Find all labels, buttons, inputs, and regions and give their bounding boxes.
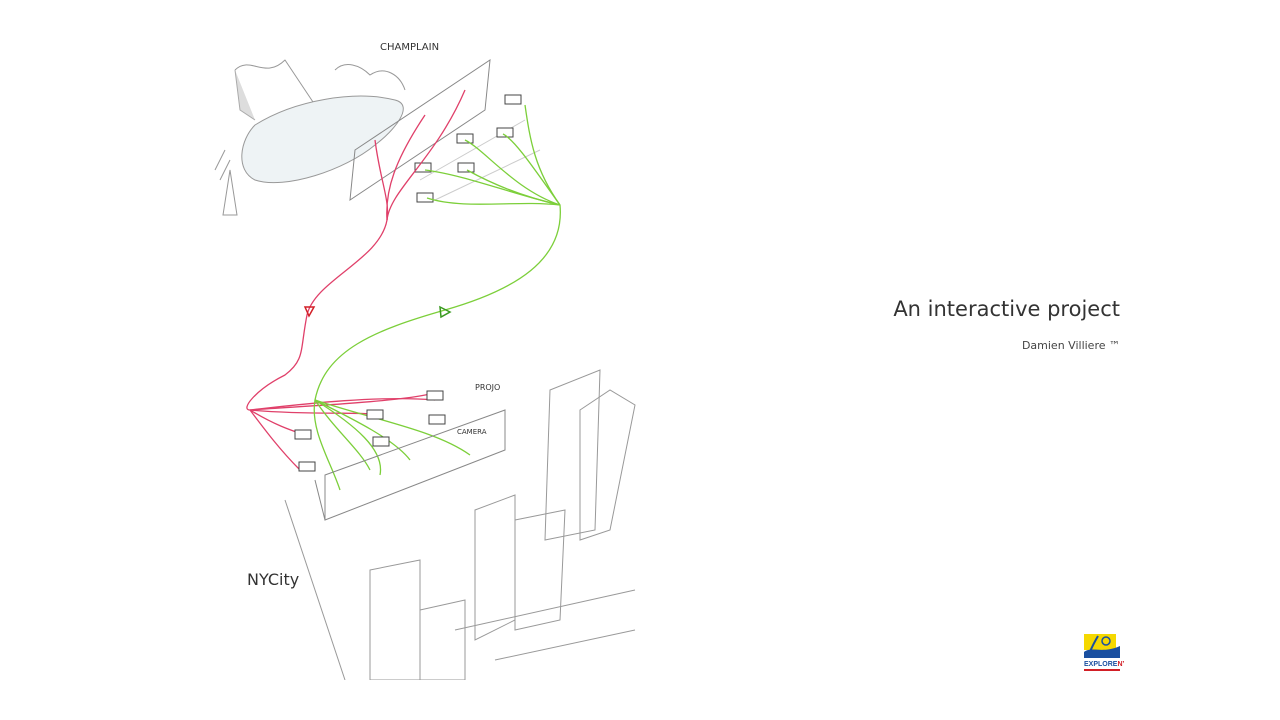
champlain-label: CHAMPLAIN	[380, 42, 439, 53]
author-credit: Damien Villiere ™	[1021, 339, 1120, 352]
red-arrow	[303, 306, 316, 318]
bottom-projectors	[294, 390, 446, 472]
top-projectors	[414, 94, 522, 203]
logo-explore-text: EXPLORE	[1084, 661, 1118, 668]
svg-text:EXPLORENY: EXPLORENY	[1084, 661, 1124, 668]
city-buildings	[284, 369, 636, 680]
green-connection	[313, 104, 561, 491]
camera-label: CAMERA	[457, 428, 487, 436]
slide-title: An interactive project	[893, 297, 1120, 321]
concept-sketch: CHAMPLAIN	[214, 42, 636, 680]
nycity-label: NYCity	[247, 570, 299, 589]
green-arrow	[439, 305, 452, 319]
logo-ny-text: NY	[1117, 661, 1124, 668]
projo-label: PROJO	[475, 383, 500, 392]
explore-ny-logo: EXPLORENY	[1084, 634, 1124, 671]
champlain-landscape	[214, 59, 406, 216]
bottom-screen	[314, 409, 506, 521]
